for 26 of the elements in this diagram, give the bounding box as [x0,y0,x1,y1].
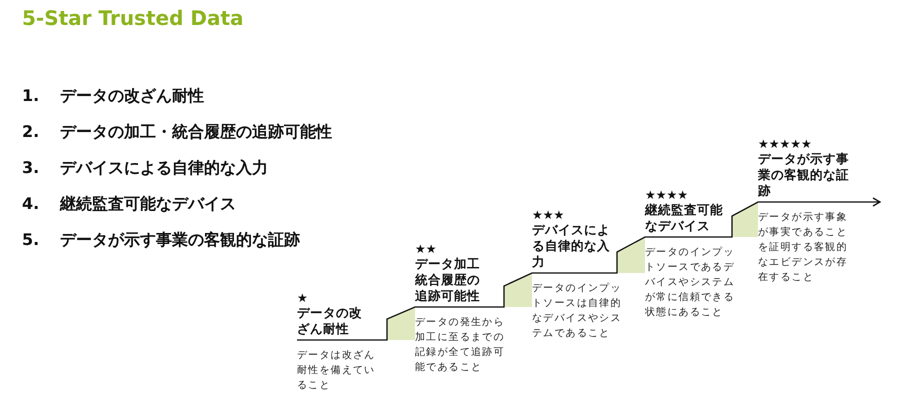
step-heading: データの改ざん耐性 [297,305,363,337]
star-rating: ★★★★★ [758,137,812,151]
step-heading: データが示す事業の客観的な証跡 [758,151,850,199]
list-number: 4. [22,194,40,213]
star-rating: ★★★ [532,208,564,222]
list-item-text: データの加工・統合履歴の追跡可能性 [60,122,332,143]
list-number: 3. [22,158,40,177]
star-rating: ★★★★ [645,188,688,202]
step-description: データのインプットソースであるデバイスやシステムが常に信頼できる状態にあること [645,246,736,320]
step-heading: 継続監査可能なデバイス [645,202,724,234]
list-item-text: 継続監査可能なデバイス [60,194,236,215]
step-description: データは改ざん耐性を備えていること [297,349,376,393]
list-number: 2. [22,122,40,141]
list-number: 1. [22,86,40,105]
step-description: データの発生から加工に至るまでの記録が全て追跡可能であること [415,316,506,375]
list-item-text: データが示す事業の客観的な証跡 [60,230,300,251]
title: 5-Star Trusted Data [22,6,244,30]
list-item-text: データの改ざん耐性 [60,86,204,107]
step-heading: デバイスによる自律的な入力 [532,222,611,270]
step-description: データのインプットソースは自律的なデバイスやシステムであること [532,282,622,341]
step-heading: データ加工統合履歴の追跡可能性 [415,256,481,304]
star-rating: ★ [297,291,308,305]
star-rating: ★★ [415,242,437,256]
list-item-text: デバイスによる自律的な入力 [60,158,268,179]
list-number: 5. [22,230,40,249]
step-description: データが示す事象が事実であることを証明する客観的なエビデンスが存在すること [758,210,849,285]
